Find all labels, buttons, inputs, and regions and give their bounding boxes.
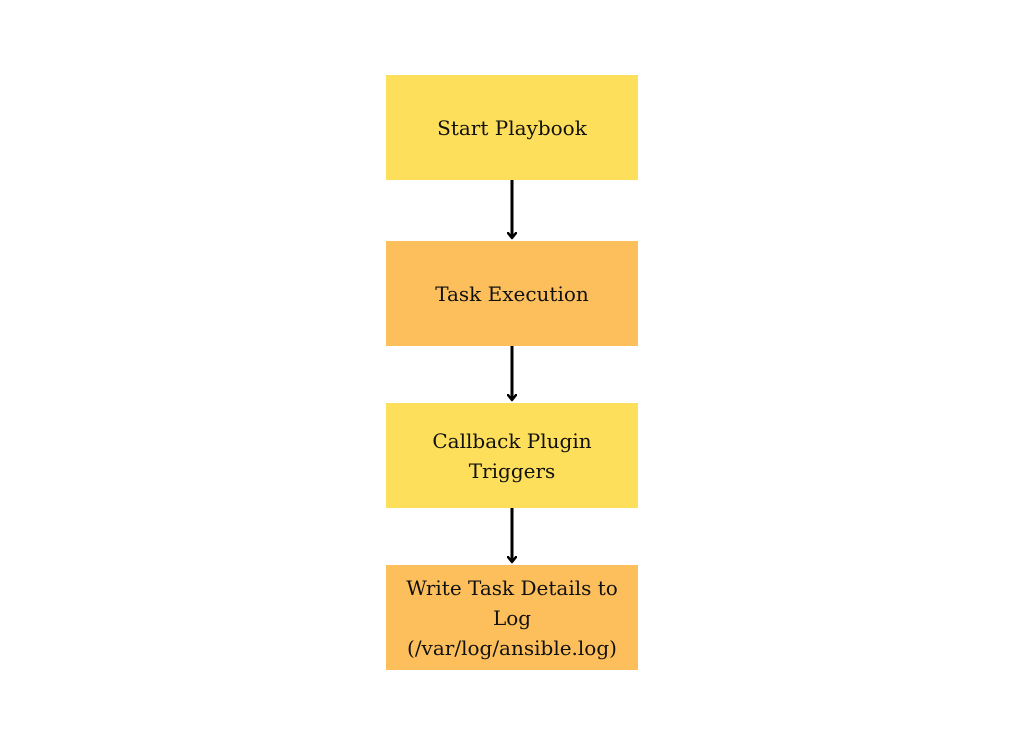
node-label: Start Playbook bbox=[437, 115, 587, 140]
node-callback-plugin-triggers: Callback Plugin Triggers bbox=[386, 403, 638, 508]
node-label: Callback Plugin Triggers bbox=[432, 428, 592, 483]
node-task-execution: Task Execution bbox=[386, 241, 638, 346]
node-label: Task Execution bbox=[435, 281, 589, 306]
node-write-task-details: Write Task Details to Log (/var/log/ansi… bbox=[386, 565, 638, 670]
node-start-playbook: Start Playbook bbox=[386, 75, 638, 180]
node-label: Write Task Details to Log (/var/log/ansi… bbox=[406, 575, 618, 660]
